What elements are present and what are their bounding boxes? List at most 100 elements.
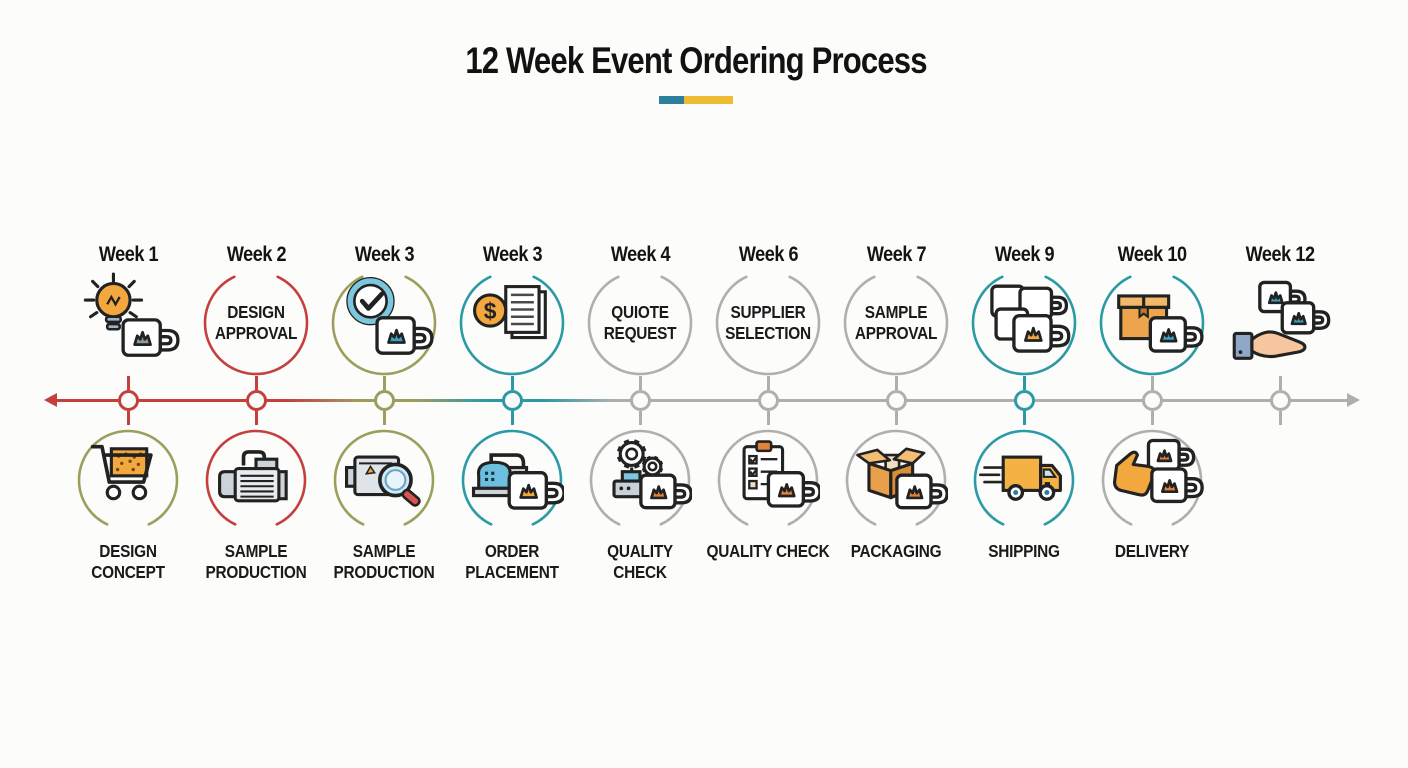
node-tick: [254, 376, 258, 390]
timeline-node: [629, 390, 651, 411]
approved-mug-icon: [346, 276, 434, 355]
week-label: Week 9: [994, 243, 1054, 266]
stage-circle: [587, 270, 693, 376]
timeline-segment: [56, 399, 128, 402]
node-tick: [638, 376, 642, 390]
timeline-segment: [512, 399, 640, 402]
stage-label: DELIVERY: [1114, 541, 1190, 561]
node-tick: [1022, 411, 1026, 425]
week-label: Week 12: [1245, 243, 1315, 266]
svg-text:$: $: [484, 298, 497, 324]
title-underline: [659, 96, 733, 104]
node-tick: [766, 376, 770, 390]
stage-circle: [77, 429, 179, 531]
stage-label: QUALITY CHECK: [706, 541, 830, 561]
timeline-node: [373, 390, 395, 411]
timeline-node: [1269, 390, 1291, 411]
node-tick: [1022, 376, 1026, 390]
node-tick: [126, 376, 130, 390]
node-tick: [510, 376, 514, 390]
node-tick: [766, 411, 770, 425]
stage-circle: [971, 270, 1077, 376]
week-label: Week 3: [482, 243, 542, 266]
node-tick: [1278, 411, 1282, 425]
price-documents-icon: $: [473, 285, 547, 340]
node-tick: [1278, 376, 1282, 390]
shopping-cart-icon: [90, 444, 153, 501]
stage-circle: [459, 270, 565, 376]
week-label: Week 7: [866, 243, 926, 266]
mug-stack-icon: [990, 284, 1071, 353]
timeline-segment: [128, 399, 256, 402]
timeline-segment: [1024, 399, 1152, 402]
page-title: 12 Week Event Ordering Process: [465, 40, 927, 81]
timeline-arrow-right: [1347, 393, 1360, 407]
timeline-segment: [896, 399, 1024, 402]
stage-circle: [333, 429, 435, 531]
timeline-node: [245, 390, 267, 411]
machine-inspection-icon: [345, 455, 421, 507]
stage-circle: [331, 270, 437, 376]
timeline-segment: [768, 399, 896, 402]
production-machine-icon: [218, 450, 288, 503]
timeline-segment: [384, 399, 512, 402]
stage-circle: [717, 429, 819, 531]
hand-presenting-mugs-icon: [1232, 280, 1331, 360]
gears-mug-icon: [612, 439, 692, 510]
timeline-segment: [640, 399, 768, 402]
open-box-mug-icon: [856, 447, 948, 510]
timeline-arrow-left: [44, 393, 57, 407]
timeline-node: [117, 390, 139, 411]
node-tick: [510, 411, 514, 425]
idea-mug-icon: [83, 272, 180, 357]
node-tick: [638, 411, 642, 425]
stage-circle: [461, 429, 563, 531]
node-tick: [382, 376, 386, 390]
week-label: Week 3: [354, 243, 414, 266]
title-underline-teal: [659, 96, 684, 104]
stage-circle: [203, 270, 309, 376]
stage-circle: [589, 429, 691, 531]
timeline-segment: [1152, 399, 1280, 402]
order-machine-mug-icon: [471, 453, 564, 510]
delivery-truck-icon: [979, 455, 1062, 501]
node-tick: [1150, 411, 1154, 425]
timeline-node: [757, 390, 779, 411]
stage-circle: [845, 429, 947, 531]
box-mug-icon: [1117, 294, 1204, 353]
title-underline-yellow: [684, 96, 733, 104]
week-label: Week 1: [98, 243, 158, 266]
node-tick: [382, 411, 386, 425]
node-tick: [254, 411, 258, 425]
stage-circle: [973, 429, 1075, 531]
stage-label: SHIPPING: [988, 541, 1060, 561]
hand-mugs-icon: [1113, 438, 1204, 504]
node-tick: [1150, 376, 1154, 390]
week-label: Week 10: [1117, 243, 1187, 266]
node-tick: [894, 376, 898, 390]
week-label: Week 6: [738, 243, 798, 266]
stage-circle: [1099, 270, 1205, 376]
week-label: Week 2: [226, 243, 286, 266]
node-tick: [894, 411, 898, 425]
stage-circle: [205, 429, 307, 531]
timeline-segment: [256, 399, 384, 402]
timeline-node: [1141, 390, 1163, 411]
node-tick: [126, 411, 130, 425]
stage-circle: [843, 270, 949, 376]
timeline-node: [501, 390, 523, 411]
stage-label: PACKAGING: [850, 541, 942, 561]
timeline-node: [1013, 390, 1035, 411]
stage-circle: [715, 270, 821, 376]
week-label: Week 4: [610, 243, 670, 266]
timeline-segment: [1280, 399, 1348, 402]
